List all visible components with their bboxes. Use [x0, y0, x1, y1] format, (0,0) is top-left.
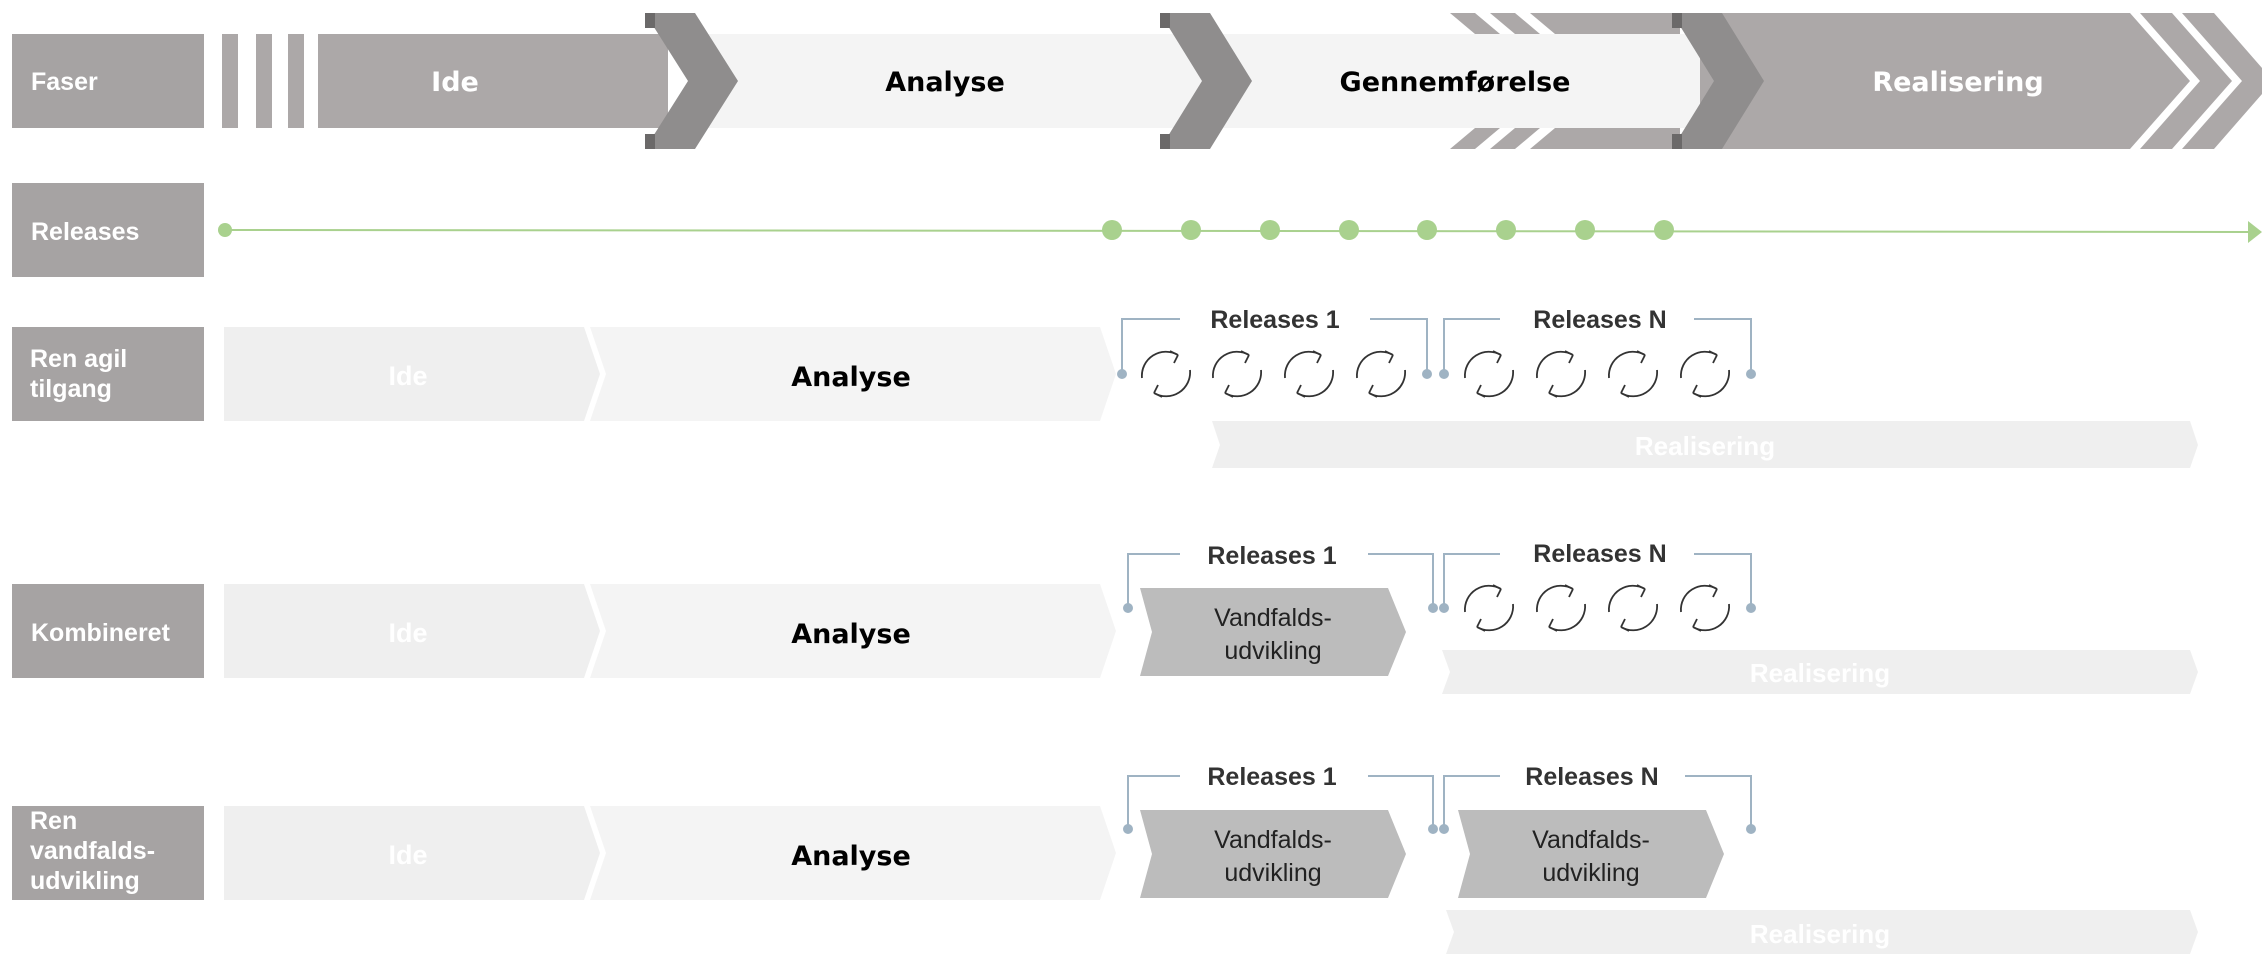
phase-label: Realisering — [1750, 919, 1890, 949]
waterfall-label: udvikling — [1542, 859, 1639, 887]
faded-phase-ide: Ide — [224, 584, 600, 678]
waterfall-label: udvikling — [1224, 859, 1321, 887]
release-bracket-1: Releases 1 — [1123, 763, 1438, 834]
faded-phase-realisering: Realisering — [1446, 910, 2198, 954]
release-dot — [218, 223, 232, 237]
release-dot — [1339, 220, 1359, 240]
phase-label: Realisering — [1635, 431, 1775, 461]
faded-phase-realisering: Realisering — [1442, 650, 2198, 694]
release-bracket-1: Releases 1 — [1123, 542, 1438, 613]
cycle-arrows-icon — [1463, 584, 1515, 632]
row-label-releases: Releases — [12, 183, 204, 277]
faded-phase-ide: Ide — [224, 806, 600, 900]
cycle-arrows-icon — [1607, 584, 1659, 632]
waterfall-box: Vandfalds- udvikling — [1140, 588, 1406, 676]
faded-phase-realisering: Realisering — [1212, 421, 2198, 468]
release-label: Releases 1 — [1210, 306, 1339, 334]
phase-label: Analyse — [885, 67, 1005, 98]
faded-phase-analyse: Analyse — [590, 806, 1116, 900]
release-dot — [1417, 220, 1437, 240]
phase-label: Realisering — [1872, 67, 2043, 98]
release-bracket-n: Releases N — [1439, 540, 1756, 613]
release-dot — [1181, 220, 1201, 240]
release-dot — [1654, 220, 1674, 240]
release-label: Releases N — [1525, 763, 1658, 791]
phase-label: Ide — [431, 67, 479, 98]
row-label-text: Faser — [31, 68, 98, 96]
row-label-text: Releases — [31, 218, 139, 246]
release-label: Releases 1 — [1207, 763, 1336, 791]
row-kombineret: Ide Analyse Releases 1 Releases N Vandfa… — [224, 540, 2198, 694]
release-label: Releases 1 — [1207, 542, 1336, 570]
phase-label: Ide — [388, 361, 427, 391]
row-label-text: Ren agil tilgang — [30, 345, 128, 403]
phase-row: Ide Analyse Gennemførelse Realisering — [222, 13, 2262, 149]
release-bracket-n: Releases N — [1439, 763, 1756, 834]
row-label-text: Kombineret — [31, 619, 171, 647]
stripe — [288, 34, 304, 128]
phase-realisering: Realisering — [1700, 13, 2262, 149]
cycle-arrows-icon — [1463, 350, 1515, 398]
release-dot — [1260, 220, 1280, 240]
stripe — [256, 34, 272, 128]
phase-label: Gennemførelse — [1340, 67, 1571, 98]
cycle-arrows-icon — [1355, 350, 1407, 398]
chevron-divider-3 — [1672, 13, 1764, 149]
release-dot — [1575, 220, 1595, 240]
phase-label: Ide — [388, 618, 427, 648]
row-label-vandfald: Ren vandfalds-udvikling — [12, 806, 204, 900]
phase-label: Realisering — [1750, 658, 1890, 688]
cycle-arrows-icon — [1283, 350, 1335, 398]
waterfall-label: Vandfalds- — [1214, 604, 1332, 632]
row-label-text: Ren vandfalds-udvikling — [30, 807, 156, 895]
cycle-arrows-icon — [1535, 350, 1587, 398]
phase-label: Analyse — [791, 619, 911, 650]
cycle-arrows-icon — [1679, 350, 1731, 398]
faded-phase-ide: Ide — [224, 327, 600, 421]
phase-analyse: Analyse — [700, 34, 1220, 128]
cycle-arrows-icon — [1140, 350, 1192, 398]
faded-phase-analyse: Analyse — [590, 584, 1116, 678]
release-dot — [1496, 220, 1516, 240]
row-vandfald: Ide Analyse Releases 1 Releases N Vandfa… — [224, 763, 2198, 954]
phase-label: Analyse — [791, 362, 911, 393]
release-label: Releases N — [1533, 306, 1666, 334]
row-label-faser: Faser — [12, 34, 204, 128]
release-label: Releases N — [1533, 540, 1666, 568]
arrowhead-icon — [2248, 221, 2262, 243]
row-label-kombineret: Kombineret — [12, 584, 204, 678]
cycle-arrows-icon — [1607, 350, 1659, 398]
release-dot — [1102, 220, 1122, 240]
row-agil: Ide Analyse Releases 1 Releases N — [224, 306, 2198, 468]
release-timeline — [218, 220, 2262, 243]
cycle-arrows-icon — [1535, 584, 1587, 632]
waterfall-label: Vandfalds- — [1532, 826, 1650, 854]
faded-phase-analyse: Analyse — [590, 327, 1116, 421]
phase-label: Ide — [388, 840, 427, 870]
cycle-arrows-icon — [1679, 584, 1731, 632]
release-bracket-n: Releases N — [1439, 306, 1756, 379]
chevron-divider-1 — [645, 13, 738, 149]
release-bracket-1: Releases 1 — [1117, 306, 1432, 379]
phase-gennemfoerelse: Gennemførelse — [1220, 13, 1700, 149]
waterfall-label: udvikling — [1224, 637, 1321, 665]
phase-label: Analyse — [791, 841, 911, 872]
phase-ide: Ide — [318, 34, 668, 128]
waterfall-label: Vandfalds- — [1214, 826, 1332, 854]
waterfall-box: Vandfalds- udvikling — [1140, 810, 1406, 898]
chevron-divider-2 — [1160, 13, 1252, 149]
row-label-agil: Ren agil tilgang — [12, 327, 204, 421]
cycle-arrows-icon — [1211, 350, 1263, 398]
waterfall-box: Vandfalds- udvikling — [1458, 810, 1724, 898]
stripe — [222, 34, 238, 128]
